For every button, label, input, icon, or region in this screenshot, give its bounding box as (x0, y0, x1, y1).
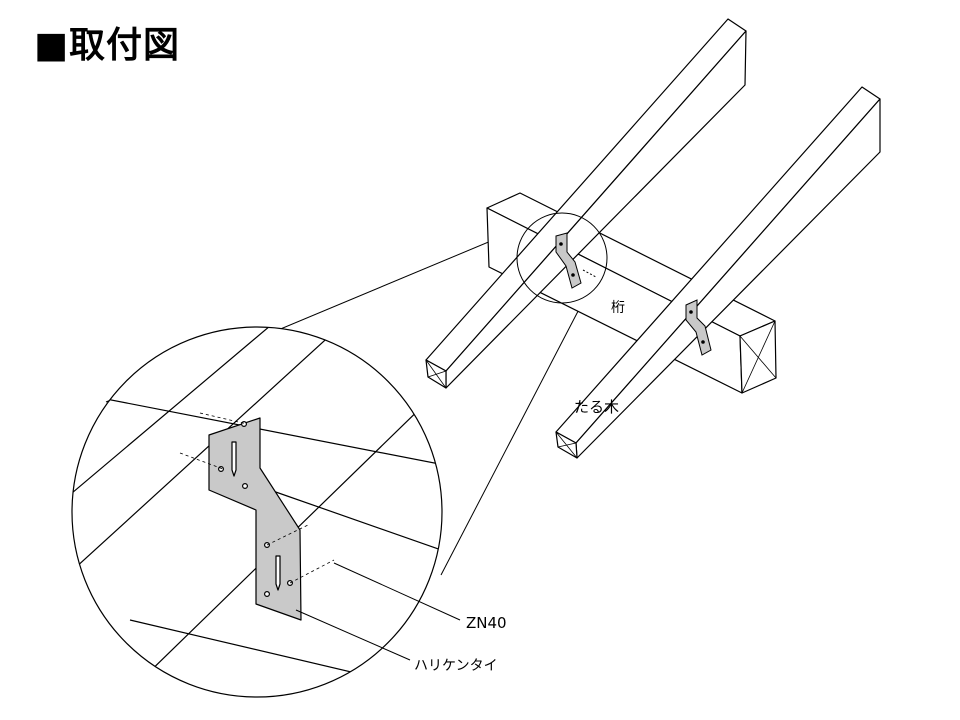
hurricane-tie-small-2 (685, 299, 712, 356)
nail-guide-lines (179, 412, 335, 584)
detail-marker-circle (516, 212, 608, 304)
beam-label: 桁 (611, 300, 625, 316)
detail-magnified-view (71, 326, 443, 698)
hurricane-tie-small-1 (555, 232, 597, 289)
rafter-label: たる木 (574, 398, 619, 416)
label-leaders (295, 562, 461, 661)
hurricane-tie-detail (208, 417, 302, 621)
rafter-2 (555, 86, 881, 459)
part-number-label: ZN40 (466, 614, 507, 632)
rafter-1 (425, 18, 747, 389)
connector-label: ハリケンタイ (414, 658, 498, 674)
page-title: ■取付図 (34, 25, 181, 66)
